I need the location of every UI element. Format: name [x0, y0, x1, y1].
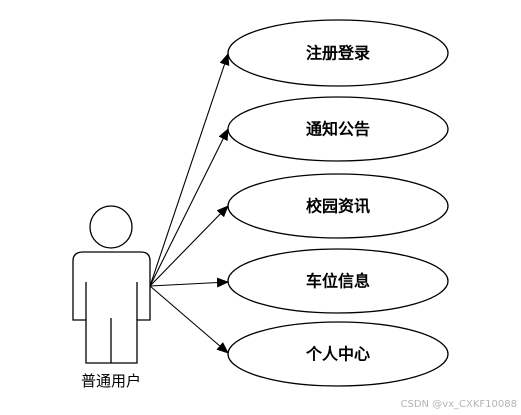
use-case-ellipse	[227, 321, 449, 387]
use-case-label: 车位信息	[306, 272, 370, 291]
use-case-label: 校园资讯	[306, 197, 370, 216]
use-case-1: 注册登录	[227, 19, 449, 87]
association-arrow	[149, 277, 229, 288]
actor-body	[72, 251, 151, 364]
use-case-label: 通知公告	[306, 120, 370, 139]
use-case-ellipse	[227, 96, 449, 162]
use-case-ellipse	[227, 248, 449, 314]
association-arrow	[149, 205, 229, 287]
actor-label: 普通用户	[81, 372, 141, 390]
use-case-ellipse	[227, 19, 449, 87]
association-arrow	[149, 53, 230, 287]
actor-figure	[72, 205, 151, 364]
use-case-2: 通知公告	[227, 96, 449, 162]
association-arrow	[149, 128, 229, 287]
use-case-4: 车位信息	[227, 248, 449, 314]
use-case-ellipse	[227, 173, 449, 239]
association-arrow	[149, 285, 229, 354]
use-case-label: 注册登录	[306, 44, 370, 63]
use-case-3: 校园资讯	[227, 173, 449, 239]
associations	[149, 53, 230, 354]
use-case-label: 个人中心	[305, 345, 370, 364]
watermark: CSDN @vx_CXKF10088	[401, 399, 517, 410]
use-case-5: 个人中心	[227, 321, 449, 387]
actor-head	[89, 205, 133, 249]
